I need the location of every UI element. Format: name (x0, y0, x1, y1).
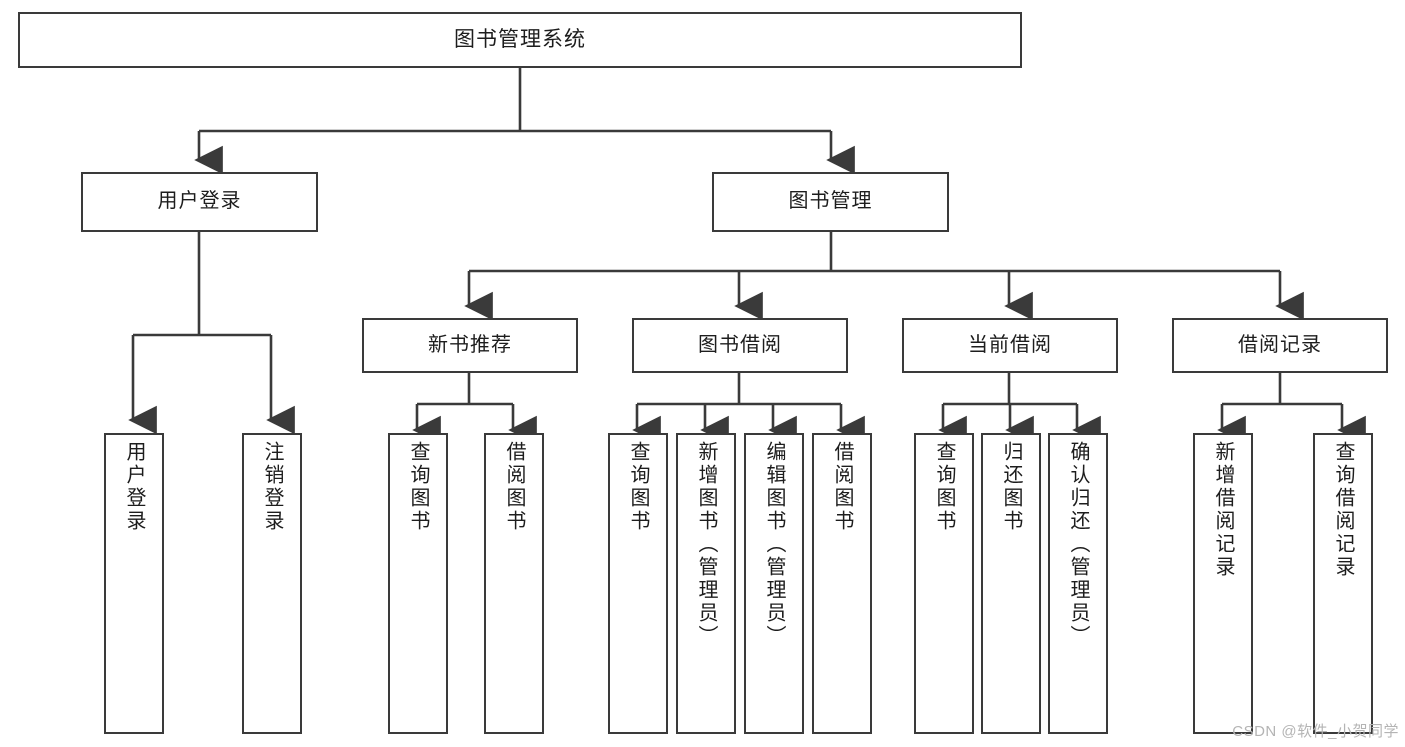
node-label: 归还图书 (1000, 441, 1022, 533)
leaf-new-book-borrow[interactable]: 借阅图书 (484, 433, 544, 734)
node-label: 查询图书 (933, 441, 955, 533)
leaf-book-borrow-edit[interactable]: 编辑图书（管理员） (744, 433, 804, 734)
leaf-current-borrow-query[interactable]: 查询图书 (914, 433, 974, 734)
node-root-system[interactable]: 图书管理系统 (18, 12, 1022, 68)
node-label: 确认归还（管理员） (1067, 441, 1089, 648)
node-label: 新书推荐 (428, 333, 512, 356)
node-label: 注销登录 (261, 441, 283, 533)
node-user-login[interactable]: 用户登录 (81, 172, 318, 232)
node-label: 查询图书 (407, 441, 429, 533)
leaf-book-borrow-query[interactable]: 查询图书 (608, 433, 668, 734)
node-book-borrow[interactable]: 图书借阅 (632, 318, 848, 373)
node-label: 新增借阅记录 (1212, 441, 1234, 579)
node-label: 用户登录 (123, 441, 145, 533)
node-new-book-recommend[interactable]: 新书推荐 (362, 318, 578, 373)
leaf-user-login-logout[interactable]: 注销登录 (242, 433, 302, 734)
node-label: 图书借阅 (698, 333, 782, 356)
node-label: 图书管理 (788, 190, 873, 213)
leaf-borrow-record-query[interactable]: 查询借阅记录 (1313, 433, 1373, 734)
leaf-current-borrow-return[interactable]: 归还图书 (981, 433, 1041, 734)
node-label: 查询借阅记录 (1332, 441, 1354, 579)
node-book-management[interactable]: 图书管理 (712, 172, 949, 232)
leaf-book-borrow-borrow[interactable]: 借阅图书 (812, 433, 872, 734)
node-label: 当前借阅 (968, 333, 1052, 356)
leaf-new-book-query[interactable]: 查询图书 (388, 433, 448, 734)
node-current-borrow[interactable]: 当前借阅 (902, 318, 1118, 373)
node-label: 用户登录 (157, 190, 242, 213)
node-label: 编辑图书（管理员） (763, 441, 785, 648)
node-label: 借阅图书 (503, 441, 525, 533)
node-borrow-record[interactable]: 借阅记录 (1172, 318, 1388, 373)
node-label: 借阅记录 (1238, 333, 1322, 356)
node-label: 借阅图书 (831, 441, 853, 533)
leaf-borrow-record-add[interactable]: 新增借阅记录 (1193, 433, 1253, 734)
leaf-book-borrow-add[interactable]: 新增图书（管理员） (676, 433, 736, 734)
node-label: 新增图书（管理员） (695, 441, 717, 648)
node-label: 图书管理系统 (454, 27, 586, 51)
watermark-text: CSDN @软件_小贺同学 (1232, 723, 1399, 740)
leaf-user-login-login[interactable]: 用户登录 (104, 433, 164, 734)
node-label: 查询图书 (627, 441, 649, 533)
leaf-current-borrow-confirm-return[interactable]: 确认归还（管理员） (1048, 433, 1108, 734)
